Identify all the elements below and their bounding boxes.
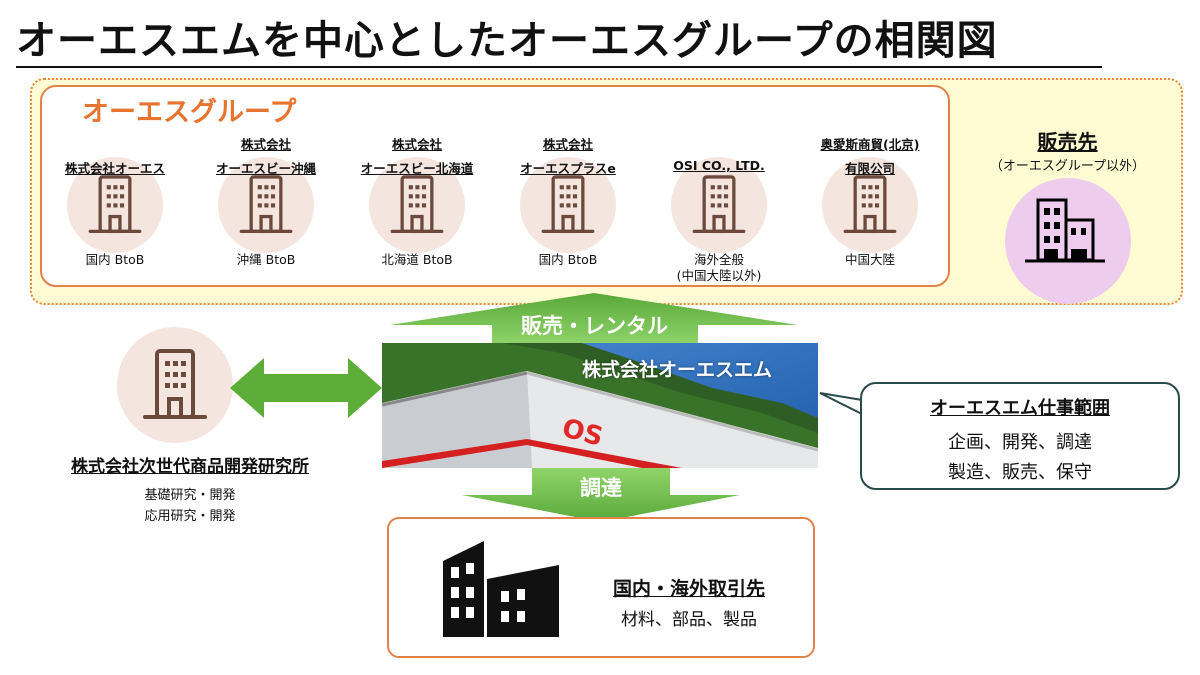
scope-line: 企画、開発、調達 xyxy=(948,432,1092,453)
customers-circle xyxy=(1005,178,1131,304)
company-market: 国内 BtoB xyxy=(40,252,190,268)
company-item: OSI CO., LTD. 海外全般(中国大陸以外) xyxy=(644,0,794,285)
company-name-line2: OSI CO., LTD. xyxy=(673,158,765,173)
company-item: 株式会社 オーエスビー沖縄 沖縄 BtoB xyxy=(191,0,341,285)
lab-details: 基礎研究・開発 応用研究・開発 xyxy=(90,485,290,527)
scope-title: オーエスエム仕事範囲 xyxy=(930,398,1110,419)
company-market-line: 中国大陸 xyxy=(844,252,895,267)
suppliers-items: 材料、部品、製品 xyxy=(621,610,757,630)
suppliers-title: 国内・海外取引先 xyxy=(612,578,765,600)
company-market: 海外全般(中国大陸以外) xyxy=(644,252,794,284)
office-buildings-icon xyxy=(1025,198,1105,263)
sales-rental-arrow xyxy=(390,293,798,345)
customers-title: 販売先 xyxy=(990,126,1145,155)
building-icon xyxy=(843,175,897,234)
company-market-line: 北海道 BtoB xyxy=(381,252,453,267)
company-market-line: (中国大陸以外) xyxy=(676,268,762,283)
osm-name: 株式会社オーエスエム xyxy=(582,359,773,381)
company-circle xyxy=(218,157,314,253)
group-title: オーエスグループ xyxy=(82,97,297,128)
company-name-line2: 株式会社オーエス xyxy=(64,161,165,176)
procurement-label: 調達 xyxy=(580,476,622,500)
lab-name-text: 株式会社次世代商品開発研究所 xyxy=(71,457,309,477)
company-name-line1: 奥愛斯商貿(北京) xyxy=(820,137,920,152)
building-icon xyxy=(541,175,595,234)
company-name-line1: 株式会社 xyxy=(542,137,593,152)
company-name-line2: オーエスビー沖縄 xyxy=(215,161,316,176)
company-name-line1: 株式会社 xyxy=(240,137,291,152)
double-arrow xyxy=(230,358,382,418)
sales-rental-label: 販売・レンタル xyxy=(521,314,668,338)
osm-building-photo: OS 株式会社オーエスエム xyxy=(382,343,818,468)
page-title: オーエスエムを中心としたオーエスグループの相関図 xyxy=(16,18,998,64)
company-circle xyxy=(671,157,767,253)
company-circle xyxy=(369,157,465,253)
os-group-box xyxy=(40,85,950,287)
company-market: 北海道 BtoB xyxy=(342,252,492,268)
company-circle xyxy=(67,157,163,253)
building-icon xyxy=(143,349,207,419)
company-name-line2: 有限公司 xyxy=(844,161,895,176)
customers-title-text: 販売先 xyxy=(1037,130,1098,154)
company-circle xyxy=(822,157,918,253)
scope-callout: オーエスエム仕事範囲 企画、開発、調達 製造、販売、保守 xyxy=(860,382,1180,490)
building-icon xyxy=(239,175,293,234)
suppliers-box: 国内・海外取引先 材料、部品、製品 xyxy=(387,517,815,658)
lab-circle xyxy=(117,327,233,443)
company-market: 沖縄 BtoB xyxy=(191,252,341,268)
title-underline xyxy=(16,66,1102,68)
procurement-arrow xyxy=(462,468,740,522)
lab-line: 基礎研究・開発 xyxy=(144,488,236,503)
scope-line: 製造、販売、保守 xyxy=(948,462,1092,483)
company-item: 株式会社オーエス 国内 BtoB xyxy=(40,0,190,285)
lab-name: 株式会社次世代商品開発研究所 xyxy=(20,452,360,477)
company-market-line: 海外全般 xyxy=(693,252,744,267)
company-name-line2: オーエスビー北海道 xyxy=(360,161,474,176)
customers-note: （オーエスグループ以外） xyxy=(989,159,1146,174)
building-icon xyxy=(692,175,746,234)
building-icon xyxy=(390,175,444,234)
building-icon xyxy=(88,175,142,234)
company-market-line: 沖縄 BtoB xyxy=(236,252,296,267)
company-circle xyxy=(520,157,616,253)
company-name-line2: オーエスプラスe xyxy=(520,161,616,176)
office-buildings-icon xyxy=(443,541,559,637)
company-name-line1: 株式会社 xyxy=(391,137,442,152)
lab-line: 応用研究・開発 xyxy=(144,509,236,524)
building-illustration xyxy=(382,343,818,468)
company-item: 株式会社 オーエスプラスe 国内 BtoB xyxy=(493,0,643,285)
company-item: 株式会社 オーエスビー北海道 北海道 BtoB xyxy=(342,0,492,285)
company-market-line: 国内 BtoB xyxy=(538,252,598,267)
company-market: 国内 BtoB xyxy=(493,252,643,268)
company-item: 奥愛斯商貿(北京) 有限公司 中国大陸 xyxy=(795,0,945,285)
company-market: 中国大陸 xyxy=(795,252,945,268)
company-market-line: 国内 BtoB xyxy=(85,252,145,267)
